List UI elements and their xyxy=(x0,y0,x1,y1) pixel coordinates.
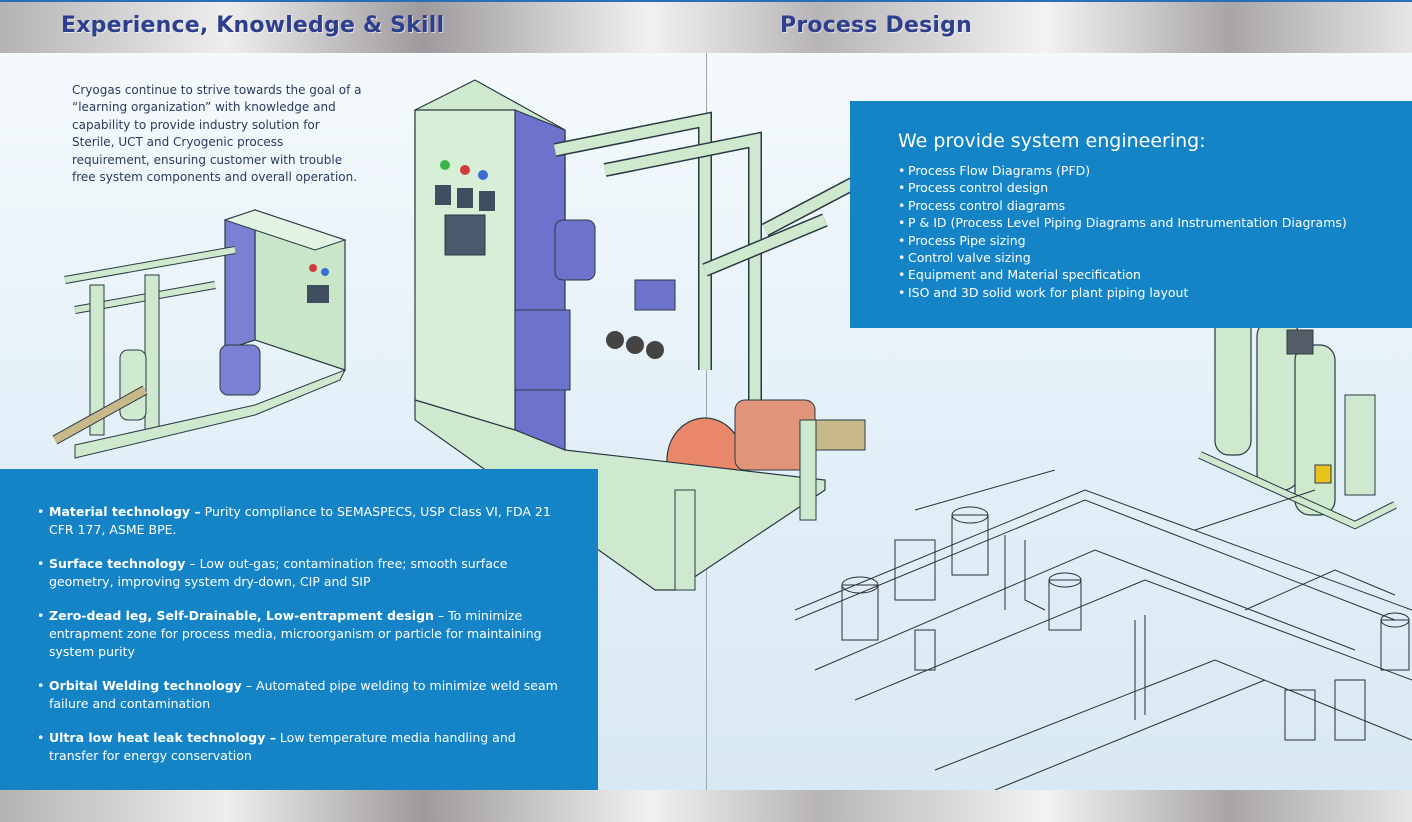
header-band xyxy=(0,0,1412,53)
technology-text: Purity compliance to SEMASPECS, USP Clas… xyxy=(49,504,551,537)
system-engineering-list: Process Flow Diagrams (PFD) Process cont… xyxy=(898,162,1398,302)
small-skid-illustration xyxy=(52,209,347,459)
system-engineering-panel: We provide system engineering: Process F… xyxy=(850,101,1412,328)
technology-text: – Automated pipe welding to minimize wel… xyxy=(49,678,558,711)
technology-item: Surface technology – Low out-gas; contam… xyxy=(37,555,558,590)
section-title-experience: Experience, Knowledge & Skill xyxy=(61,13,445,38)
engineering-item: Control valve sizing xyxy=(898,249,1398,267)
main-skid-illustration xyxy=(414,79,867,591)
engineering-item: Process control diagrams xyxy=(898,197,1398,215)
section-title-process-design: Process Design xyxy=(780,13,972,38)
engineering-item: Process Pipe sizing xyxy=(898,232,1398,250)
system-engineering-heading: We provide system engineering: xyxy=(898,130,1206,152)
technology-title: Orbital Welding technology xyxy=(49,678,242,694)
engineering-item: Equipment and Material specification xyxy=(898,266,1398,284)
footer-band xyxy=(0,790,1412,822)
intro-paragraph: Cryogas continue to strive towards the g… xyxy=(72,83,362,185)
technology-text: – To minimize entrapment zone for proces… xyxy=(49,608,542,659)
technology-text: Low temperature media handling and trans… xyxy=(49,730,516,763)
engineering-item: ISO and 3D solid work for plant piping l… xyxy=(898,284,1398,302)
technology-panel: Material technology – Purity compliance … xyxy=(0,469,598,790)
engineering-item: Process Flow Diagrams (PFD) xyxy=(898,162,1398,180)
technology-item: Ultra low heat leak technology – Low tem… xyxy=(37,729,558,764)
technology-title: Material technology – xyxy=(49,504,201,519)
technology-item: Material technology – Purity compliance … xyxy=(37,503,558,538)
engineering-item: P & ID (Process Level Piping Diagrams an… xyxy=(898,214,1398,232)
technology-text: – Low out-gas; contamination free; smoot… xyxy=(49,556,508,589)
technology-item: Zero-dead leg, Self-Drainable, Low-entra… xyxy=(37,607,558,660)
tank-skid-illustration xyxy=(1198,282,1397,530)
technology-title: Ultra low heat leak technology – xyxy=(49,730,276,746)
technology-item: Orbital Welding technology – Automated p… xyxy=(37,677,558,712)
piping-layout-drawing xyxy=(795,470,1412,790)
technology-title: Zero-dead leg, Self-Drainable, Low-entra… xyxy=(49,608,434,624)
engineering-item: Process control design xyxy=(898,179,1398,197)
technology-list: Material technology – Purity compliance … xyxy=(0,469,598,765)
technology-title: Surface technology xyxy=(49,556,186,572)
